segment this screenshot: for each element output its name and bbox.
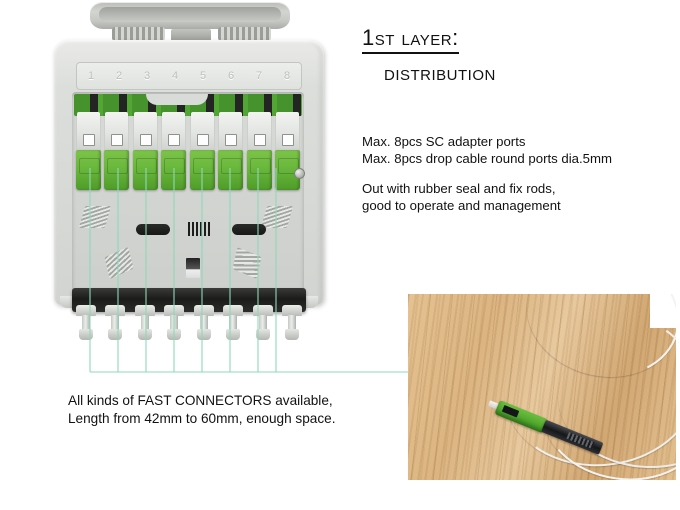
port-number: 6	[227, 70, 235, 82]
interior-vent	[188, 222, 210, 236]
port-number: 1	[87, 70, 95, 82]
fix-rod-cap	[134, 305, 155, 316]
fix-rod	[105, 305, 126, 345]
mounting-screw	[294, 168, 305, 179]
sc-adapter	[104, 112, 130, 190]
sc-adapter	[218, 112, 244, 190]
interior-slot	[136, 224, 170, 235]
adapter-green-cap	[132, 150, 158, 190]
interior-notch	[146, 94, 208, 105]
spec-line: Max. 8pcs SC adapter ports	[362, 134, 526, 149]
fast-connector-photo	[408, 294, 676, 480]
fix-rod-stem	[199, 315, 208, 331]
port-number: 7	[255, 70, 263, 82]
fix-rod	[193, 305, 214, 345]
fix-rod-stem	[82, 315, 90, 331]
port-number-plate: 1 2 3 4 5 6 7 8	[76, 62, 302, 90]
fix-rod	[76, 305, 96, 345]
sc-adapter	[132, 112, 158, 190]
adapter-port	[225, 134, 238, 146]
fix-rod-foot	[226, 329, 241, 340]
spec-group-ports: Max. 8pcs SC adapter ports Max. 8pcs dro…	[362, 134, 612, 167]
adapter-port	[168, 134, 181, 146]
hinge-right	[218, 27, 271, 41]
adapter-port	[111, 134, 124, 146]
fix-rod-stem	[111, 315, 120, 331]
wood-table-background	[408, 294, 676, 480]
fix-rod-cap	[193, 305, 214, 316]
interior-chip	[186, 258, 200, 278]
fix-rod-foot	[137, 329, 152, 340]
adapter-port	[253, 134, 266, 146]
fix-rod-stem	[140, 315, 149, 331]
fix-rod	[281, 305, 302, 345]
box-lid-inner-face	[99, 7, 281, 22]
port-number: 2	[115, 70, 123, 82]
interior-slot	[232, 224, 266, 235]
fix-rod-stem	[287, 315, 296, 331]
fix-rod-foot	[196, 329, 211, 340]
spec-line: Max. 8pcs drop cable round ports dia.5mm	[362, 150, 612, 166]
adapter-port	[139, 134, 152, 146]
fix-rod-stem	[229, 315, 238, 331]
port-number: 4	[171, 70, 179, 82]
fix-rod-foot	[255, 329, 270, 340]
sc-adapter	[246, 112, 272, 190]
fiber-distribution-box-image: 1 2 3 4 5 6 7 8	[46, 0, 331, 370]
spec-line: Out with rubber seal and fix rods,	[362, 181, 556, 196]
fix-rod-foot	[79, 329, 93, 340]
lid-latch	[171, 29, 211, 41]
adapter-green-cap	[218, 150, 244, 190]
caption-block: All kinds of FAST CONNECTORS available, …	[68, 392, 336, 428]
fix-rod-cap	[281, 305, 302, 316]
heading-block: 1st Layer: Distribution	[362, 26, 495, 85]
spec-line: good to operate and management	[362, 197, 561, 213]
fix-rod-cap	[223, 305, 244, 316]
adapter-port	[281, 134, 294, 146]
fix-rod-cap	[105, 305, 126, 316]
fix-rod	[252, 305, 273, 345]
fix-rod-stem	[258, 315, 267, 331]
photo-corner-highlight	[650, 294, 676, 328]
adapter-green-cap	[246, 150, 272, 190]
port-number: 8	[283, 70, 291, 82]
fix-rod-cap	[252, 305, 273, 316]
caption-line: All kinds of FAST CONNECTORS available,	[68, 393, 333, 408]
fix-rod	[223, 305, 244, 345]
port-number: 3	[143, 70, 151, 82]
fix-rod	[134, 305, 155, 345]
fix-rod-foot	[284, 329, 299, 340]
heading-line-2: Distribution	[384, 62, 496, 85]
caption-line: Length from 42mm to 60mm, enough space.	[68, 411, 336, 426]
fix-rod-foot	[108, 329, 123, 340]
hinge-left	[112, 27, 165, 41]
box-lid	[90, 2, 290, 29]
fix-rod-cap	[76, 305, 96, 316]
adapter-port	[83, 134, 95, 146]
port-number: 5	[199, 70, 207, 82]
heading-line-1: 1st Layer:	[362, 26, 459, 55]
sc-adapter	[76, 112, 101, 190]
fiber-pigtail-row	[74, 94, 302, 116]
adapter-green-cap	[104, 150, 130, 190]
spec-group-seal: Out with rubber seal and fix rods, good …	[362, 181, 561, 214]
adapter-port	[196, 134, 209, 146]
